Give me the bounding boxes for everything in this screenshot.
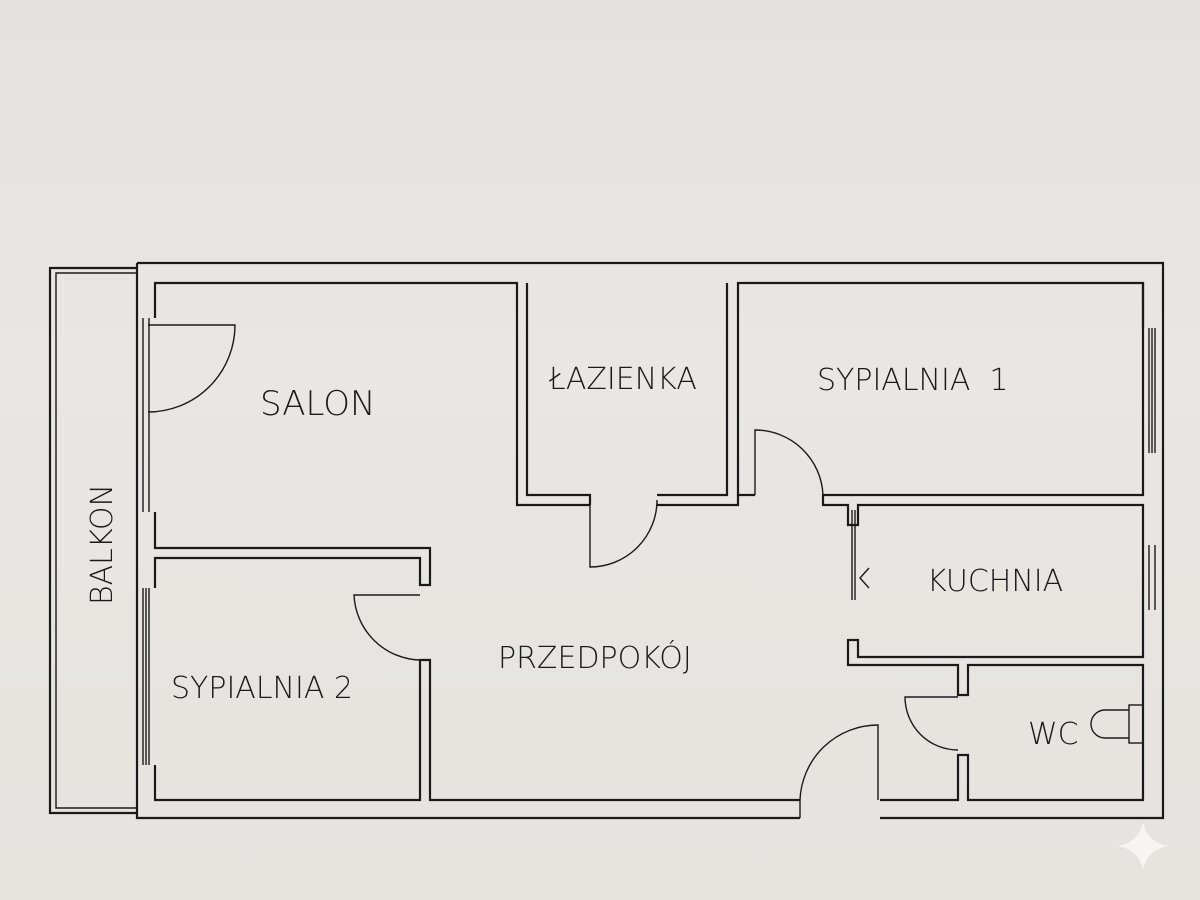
bedroom1-door <box>754 429 824 496</box>
outer-wall <box>135 261 1165 820</box>
bedroom2-door <box>353 594 421 661</box>
room-label-sypialnia-1: SYPIALNIA 1 <box>817 363 1009 398</box>
bathroom-walls <box>515 283 740 507</box>
kitchen-door-arrow <box>859 567 870 589</box>
doors <box>147 324 959 818</box>
salon-balcony-door <box>147 324 236 413</box>
balcony <box>48 266 137 815</box>
room-label-przedpokoj: PRZEDPOKÓJ <box>498 639 692 676</box>
sparkle-icon <box>1118 822 1168 870</box>
toilet-icon <box>1090 704 1144 744</box>
room-label-balkon: BALKON <box>85 484 120 605</box>
kitchen-sliding-door <box>851 510 856 600</box>
windows <box>142 318 1156 765</box>
wc-door <box>904 696 959 751</box>
room-label-salon: SALON <box>260 384 375 424</box>
room-label-wc: WC <box>1028 717 1079 752</box>
entrance-door <box>799 724 879 818</box>
bathroom-door <box>589 499 658 568</box>
room-label-kuchnia: KUCHNIA <box>927 564 1063 599</box>
room-label-lazienka: ŁAZIENKA <box>548 362 697 397</box>
room-label-sypialnia-2: SYPIALNIA 2 <box>171 671 353 706</box>
